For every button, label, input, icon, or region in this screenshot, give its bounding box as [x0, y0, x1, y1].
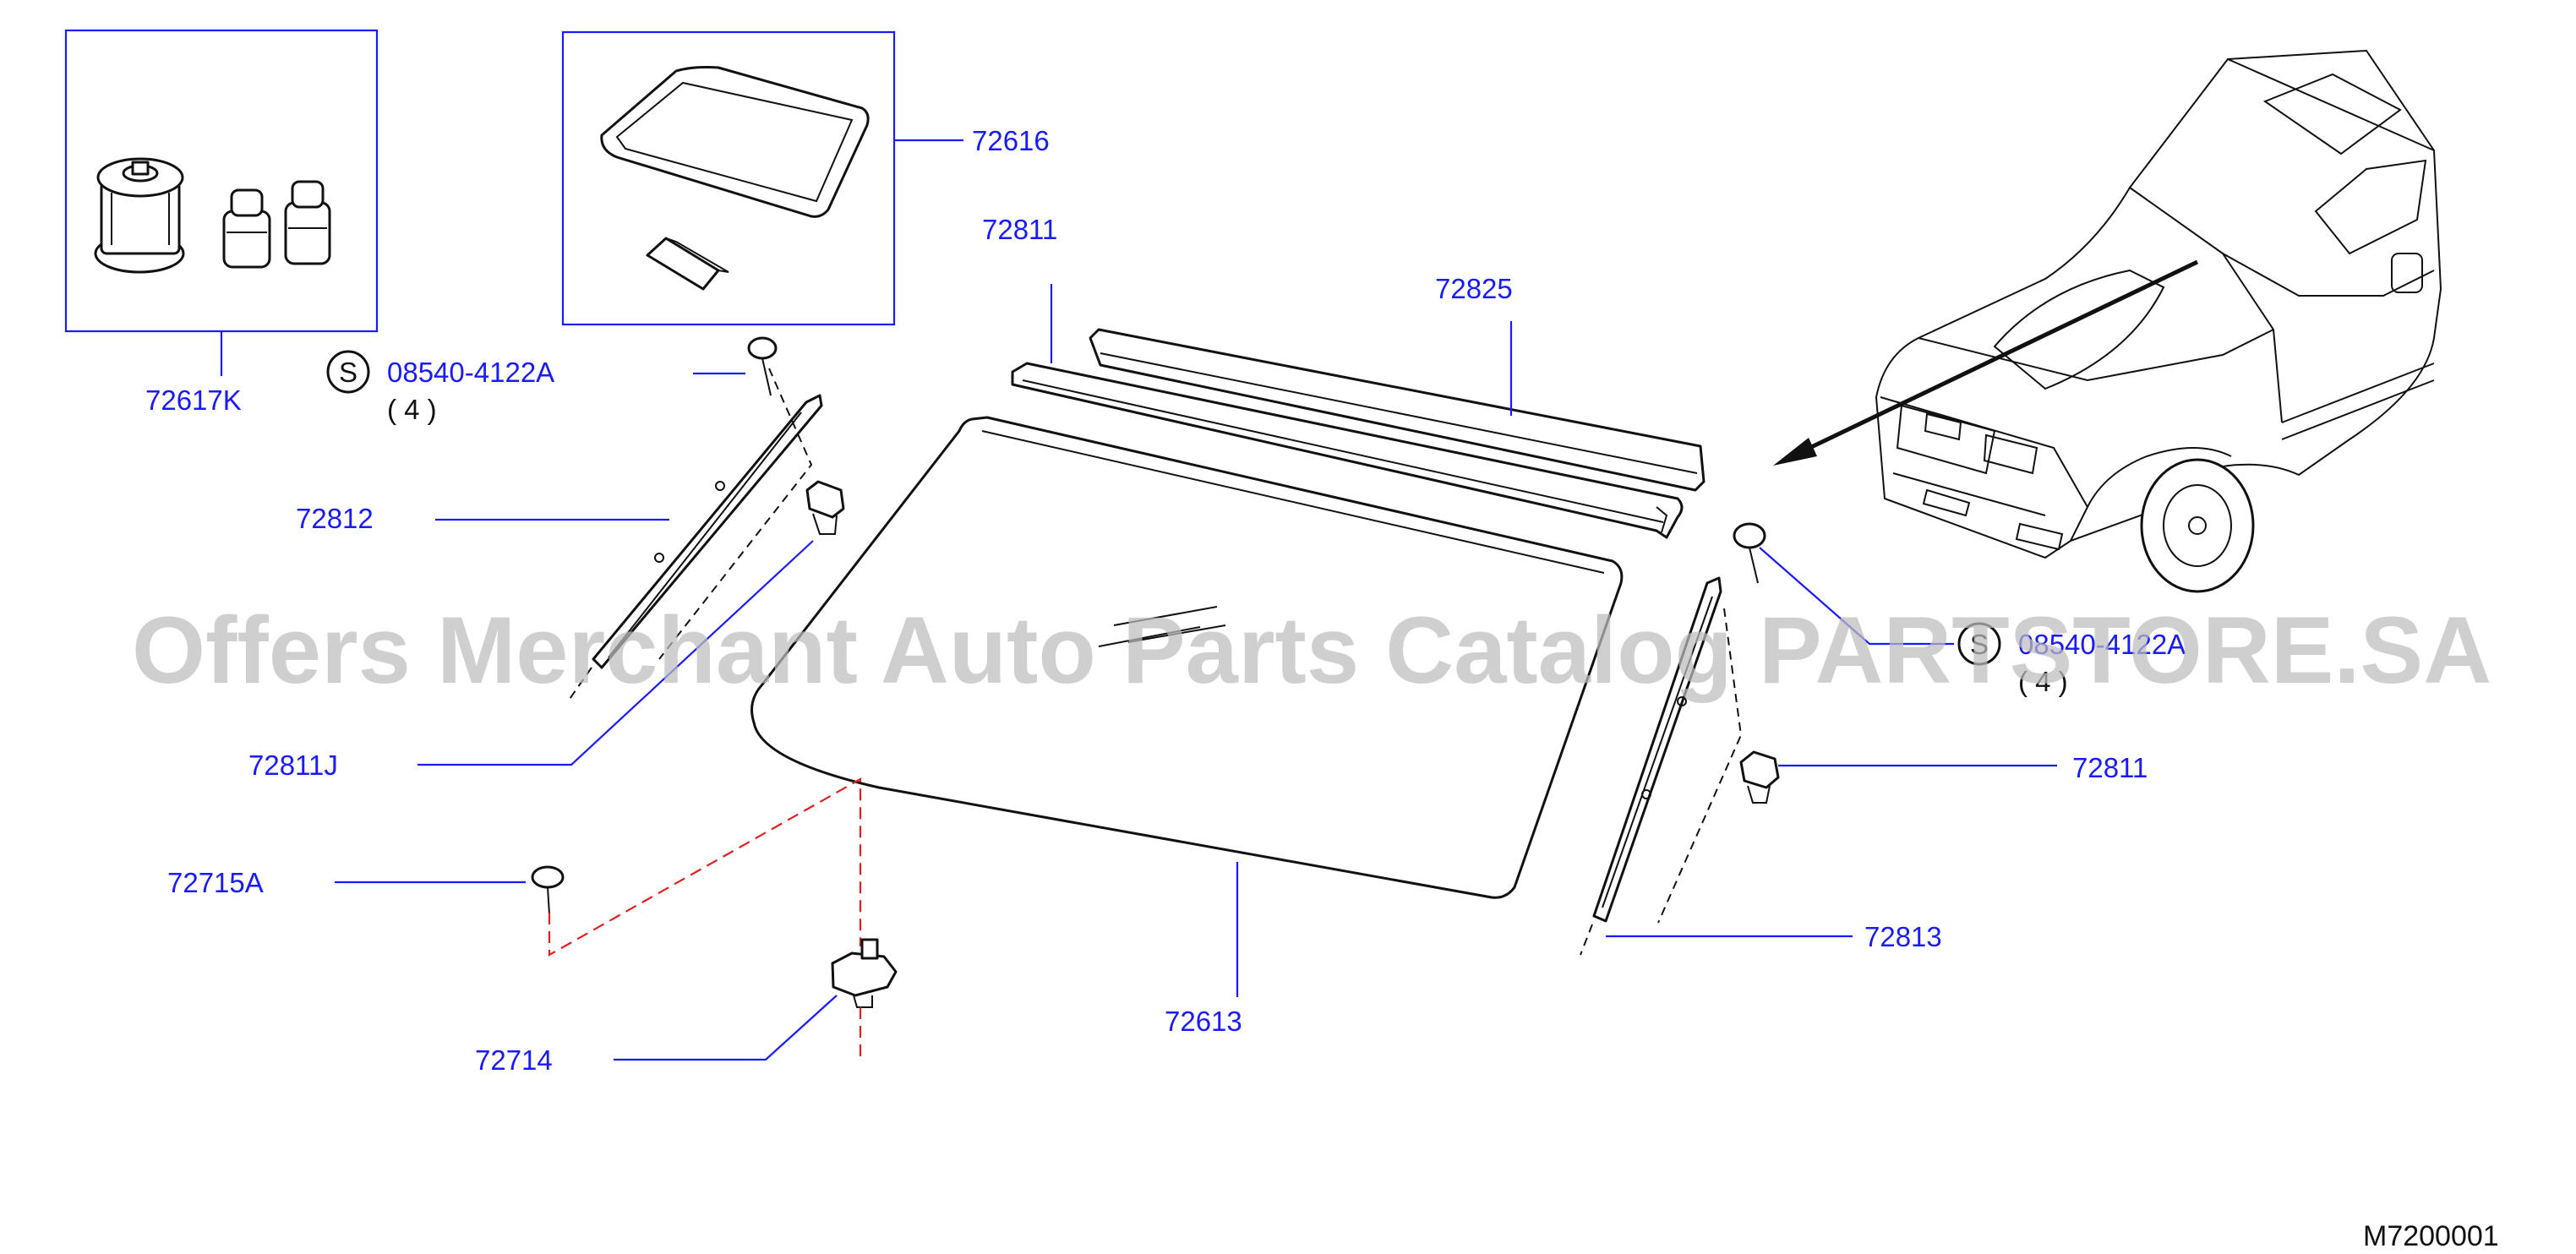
- label-72811-top[interactable]: 72811: [982, 214, 1057, 245]
- adhesive-canister-icon: [94, 157, 185, 274]
- bracket-72714[interactable]: 72714: [475, 938, 898, 1076]
- kit-72616[interactable]: 72616: [561, 30, 1050, 326]
- label-screw-right-qty: ( 4 ): [2018, 666, 2068, 697]
- rubber-spacer-icon: [646, 237, 729, 291]
- label-72715A[interactable]: 72715A: [167, 867, 264, 898]
- label-72617K[interactable]: 72617K: [145, 384, 242, 416]
- clip-72811J[interactable]: 72811J: [248, 480, 845, 781]
- label-72825[interactable]: 72825: [1435, 273, 1513, 304]
- screw-left[interactable]: S 08540-4122A ( 4 ): [326, 336, 778, 425]
- watermark-text: Offers Merchant Auto Parts Catalog PARTS…: [132, 597, 2491, 703]
- kit-72617K[interactable]: 72617K: [64, 29, 379, 416]
- label-72813[interactable]: 72813: [1864, 921, 1942, 952]
- s-symbol-left: S: [339, 357, 357, 388]
- molding-72825[interactable]: 72825: [1089, 273, 1706, 492]
- label-screw-right-code[interactable]: 08540-4122A: [2018, 629, 2186, 660]
- bolt-72715A-icon: [531, 865, 565, 915]
- s-circle-right: [1957, 622, 2001, 666]
- molding-72813[interactable]: 72813: [1580, 576, 1942, 956]
- primer-bottle-icon: [222, 188, 271, 269]
- screw-right-icon: [1733, 522, 1766, 584]
- diagram-code: M7200001: [2363, 1220, 2499, 1252]
- dam-rubber-frame-icon: [600, 66, 870, 218]
- label-72812[interactable]: 72812: [296, 503, 374, 534]
- label-72714[interactable]: 72714: [475, 1044, 553, 1076]
- molding-72811-upper[interactable]: 72811: [982, 214, 1684, 539]
- clip-72811J-icon: [805, 480, 845, 535]
- label-72811-right[interactable]: 72811: [2072, 752, 2148, 783]
- primer-bottle-2-icon: [284, 180, 331, 265]
- label-72811J[interactable]: 72811J: [248, 750, 338, 781]
- s-circle-left: [326, 350, 370, 394]
- label-72613[interactable]: 72613: [1165, 1006, 1242, 1037]
- s-symbol-right: S: [1970, 629, 1989, 660]
- kit-72616-box: [561, 30, 896, 326]
- label-screw-left-code[interactable]: 08540-4122A: [387, 357, 554, 388]
- windshield-glass-72613[interactable]: 72613: [750, 416, 1624, 1037]
- bolt-72715A[interactable]: 72715A: [167, 777, 862, 957]
- vehicle-illustration: [1773, 49, 2442, 593]
- screw-left-icon: [747, 336, 778, 396]
- label-screw-left-qty: ( 4 ): [387, 394, 437, 425]
- clip-72811-right[interactable]: 72811: [1739, 750, 2148, 804]
- label-72616[interactable]: 72616: [972, 125, 1050, 156]
- bracket-72714-icon: [831, 938, 898, 1008]
- screw-right[interactable]: S 08540-4122A ( 4 ): [1733, 522, 2186, 697]
- clip-72811-right-icon: [1739, 750, 1780, 804]
- molding-72812[interactable]: 72812: [296, 368, 823, 702]
